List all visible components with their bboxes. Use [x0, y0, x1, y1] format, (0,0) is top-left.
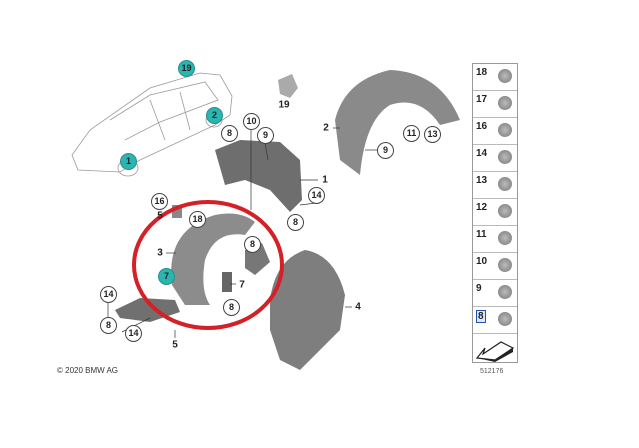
- callout-8[interactable]: 8: [221, 125, 238, 142]
- panel-item[interactable]: 9: [473, 280, 517, 307]
- label-5: 5: [172, 339, 178, 351]
- panel-item-number: 9: [476, 283, 482, 294]
- label-2: 2: [323, 122, 329, 134]
- panel-item-number: 16: [476, 121, 488, 132]
- label-5: 5: [157, 210, 163, 222]
- label-7: 7: [239, 279, 245, 291]
- callout-1-car[interactable]: 1: [120, 153, 137, 170]
- part-icon: [498, 258, 512, 272]
- part-icon: [498, 123, 512, 137]
- panel-item[interactable]: 11: [473, 226, 517, 253]
- panel-item[interactable]: 17: [473, 91, 517, 118]
- part-icon: [498, 150, 512, 164]
- callout-2-car[interactable]: 2: [206, 107, 223, 124]
- part-2-liner: [335, 70, 460, 175]
- callout-10[interactable]: 10: [243, 113, 260, 130]
- callout-11[interactable]: 11: [403, 125, 420, 142]
- part-icon: [498, 69, 512, 83]
- panel-item[interactable]: 14: [473, 145, 517, 172]
- label-3: 3: [157, 247, 163, 259]
- panel-item-number: 12: [476, 202, 488, 213]
- part-1-liner: [215, 140, 302, 212]
- part-19-bracket: [278, 74, 298, 98]
- panel-item[interactable]: 13: [473, 172, 517, 199]
- copyright: © 2020 BMW AG: [57, 366, 119, 375]
- panel-item-number: 13: [476, 175, 488, 186]
- panel-item[interactable]: 12: [473, 199, 517, 226]
- callout-14[interactable]: 14: [125, 325, 142, 342]
- callout-8[interactable]: 8: [100, 317, 117, 334]
- part-icon: [498, 285, 512, 299]
- part-7-clip: [222, 272, 232, 292]
- callout-8[interactable]: 8: [287, 214, 304, 231]
- part-icon: [498, 231, 512, 245]
- part-icon: [498, 312, 512, 326]
- part-icon: [498, 204, 512, 218]
- panel-item-number: 11: [476, 229, 487, 240]
- arrow-icon: [475, 341, 515, 362]
- panel-item[interactable]: 16: [473, 118, 517, 145]
- panel-item-number: 17: [476, 94, 488, 105]
- label-19: 19: [278, 99, 290, 111]
- car-outline: [71, 72, 233, 177]
- part-icon: [498, 96, 512, 110]
- panel-item-selected[interactable]: 8: [473, 307, 517, 334]
- part-icon: [498, 177, 512, 191]
- callout-18[interactable]: 18: [189, 211, 206, 228]
- part-4-liner: [270, 250, 345, 370]
- panel-item-number: 14: [476, 148, 488, 159]
- callout-14[interactable]: 14: [308, 187, 325, 204]
- diagram-number: 512176: [480, 368, 504, 375]
- panel-item-number: 18: [476, 67, 488, 78]
- label-4: 4: [355, 301, 361, 313]
- panel-item[interactable]: 18: [473, 64, 517, 91]
- callout-13[interactable]: 13: [424, 126, 441, 143]
- callout-16[interactable]: 16: [151, 193, 168, 210]
- highlight-circle: [132, 200, 284, 330]
- orientation-arrow: [473, 334, 517, 362]
- callout-19-car[interactable]: 19: [178, 60, 195, 77]
- callout-7-teal[interactable]: 7: [158, 268, 175, 285]
- panel-item-number: 10: [476, 256, 488, 267]
- callout-9[interactable]: 9: [257, 127, 274, 144]
- callout-14[interactable]: 14: [100, 286, 117, 303]
- parts-panel: 18 17 16 14 13 12 11 10 9 8: [472, 63, 518, 363]
- callout-9[interactable]: 9: [377, 142, 394, 159]
- callout-8[interactable]: 8: [244, 236, 261, 253]
- callout-8[interactable]: 8: [223, 299, 240, 316]
- part-3-liner: [171, 213, 255, 305]
- panel-item-number: 8: [476, 310, 486, 323]
- panel-item[interactable]: 10: [473, 253, 517, 280]
- label-1: 1: [322, 174, 328, 186]
